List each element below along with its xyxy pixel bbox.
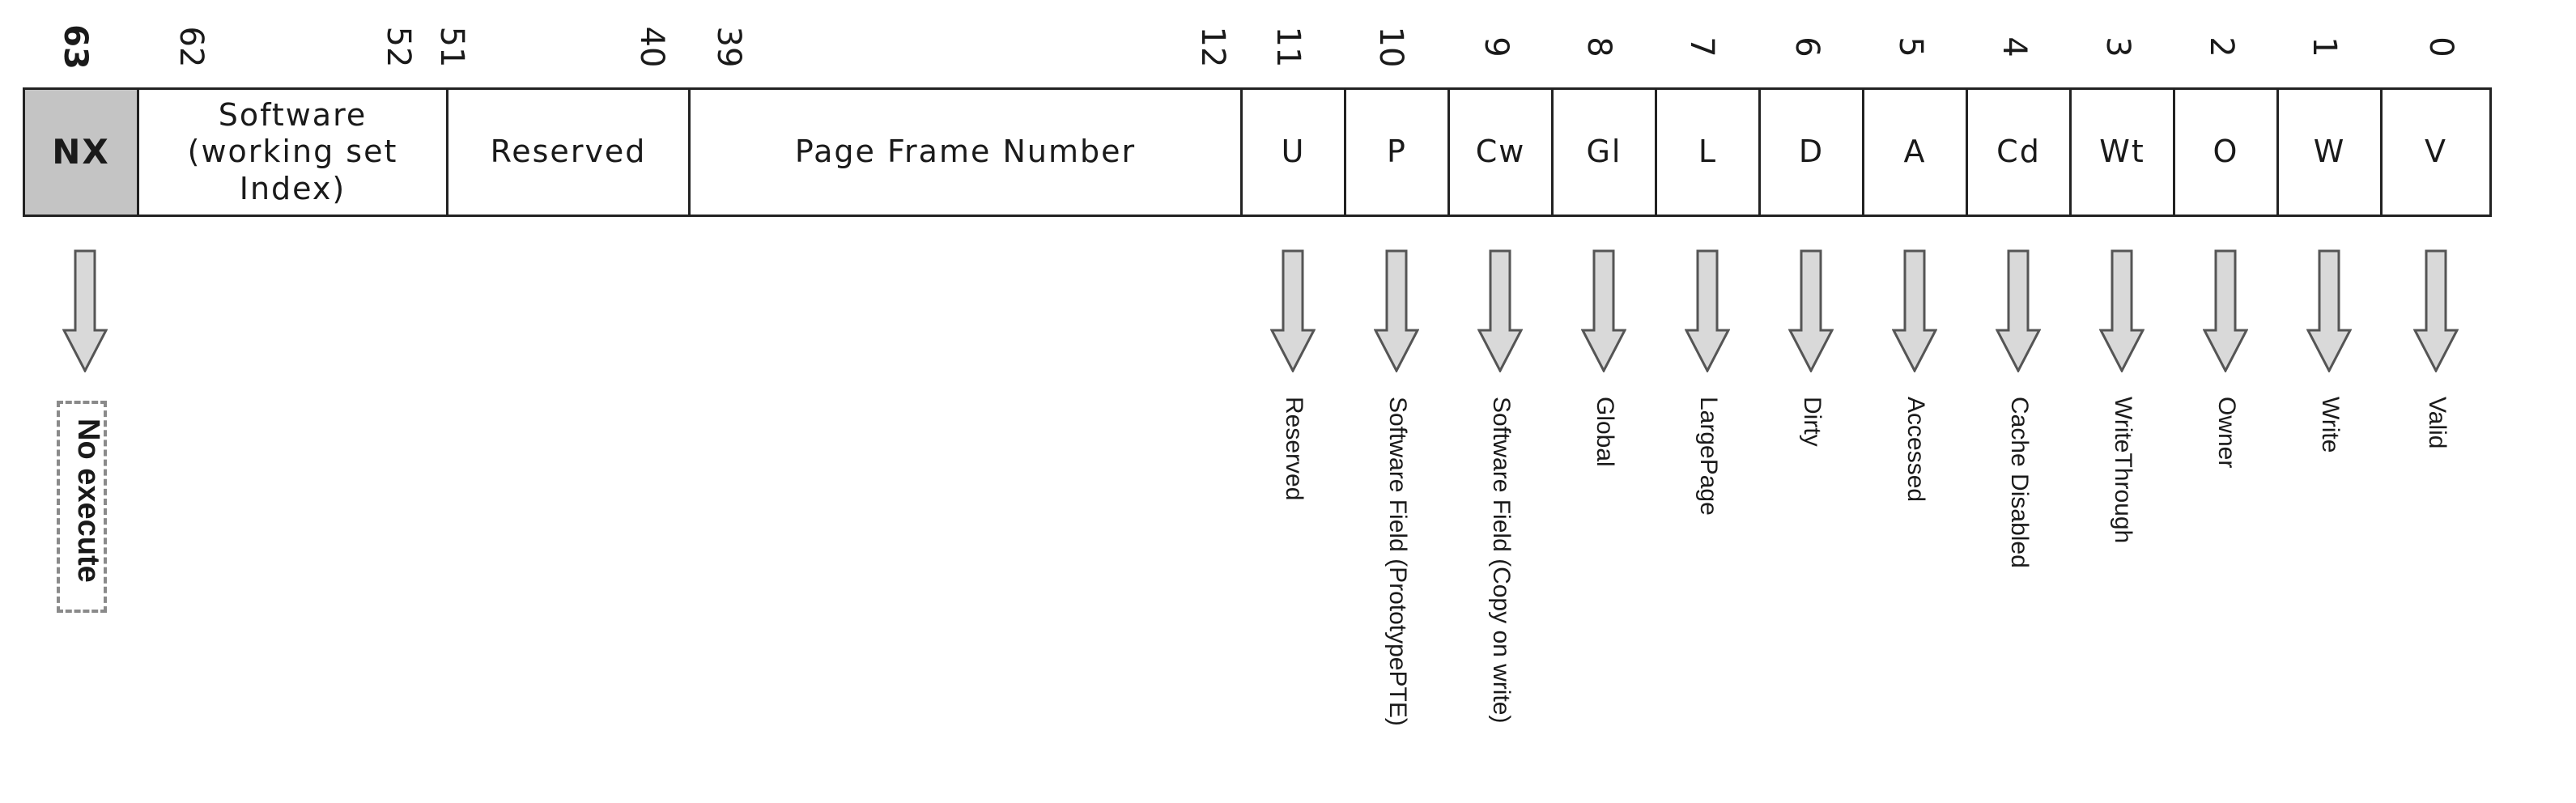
- description-d: Dirty: [1799, 397, 1826, 447]
- down-arrow-icon: [1788, 249, 1834, 372]
- down-arrow-icon: [2306, 249, 2352, 372]
- bit-number-62: 62: [172, 26, 210, 68]
- bit-number-5: 5: [1892, 36, 1929, 57]
- down-arrow-icon: [1477, 249, 1523, 372]
- field-reserved-high: Reserved: [446, 87, 691, 217]
- bit-number-4: 4: [1996, 36, 2033, 57]
- field-v: V: [2380, 87, 2492, 217]
- down-arrow-icon: [1581, 249, 1626, 372]
- down-arrow-icon: [2203, 249, 2248, 372]
- description-p: Software Field (PrototypePTE): [1384, 397, 1411, 726]
- description-w: Write: [2317, 397, 2344, 453]
- bit-number-63: 63: [57, 24, 94, 70]
- bit-number-1: 1: [2306, 36, 2343, 57]
- field-nx: NX: [23, 87, 139, 217]
- field-o: O: [2173, 87, 2279, 217]
- down-arrow-icon: [1270, 249, 1316, 372]
- bit-number-40: 40: [633, 26, 670, 68]
- down-arrow-icon: [2413, 249, 2459, 372]
- description-o: Owner: [2213, 397, 2240, 469]
- description-cw: Software Field (Copy on write): [1488, 397, 1515, 724]
- field-software: Software (working set Index): [137, 87, 448, 217]
- field-page-frame-number: Page Frame Number: [688, 87, 1243, 217]
- down-arrow-icon: [1996, 249, 2041, 372]
- description-u: Reserved: [1281, 397, 1307, 501]
- field-cd: Cd: [1966, 87, 2072, 217]
- field-l: L: [1655, 87, 1761, 217]
- bit-number-52: 52: [380, 26, 417, 68]
- field-gl: Gl: [1551, 87, 1657, 217]
- field-wt: Wt: [2069, 87, 2175, 217]
- bit-number-2: 2: [2203, 36, 2240, 57]
- description-gl: Global: [1592, 397, 1618, 467]
- bit-number-11: 11: [1269, 26, 1307, 68]
- field-p: P: [1344, 87, 1450, 217]
- down-arrow-icon: [62, 249, 108, 372]
- bit-number-6: 6: [1788, 36, 1826, 57]
- nx-description-box: No execute: [57, 401, 107, 613]
- down-arrow-icon: [1374, 249, 1419, 372]
- bit-number-51: 51: [433, 26, 470, 68]
- field-w: W: [2276, 87, 2383, 217]
- down-arrow-icon: [1685, 249, 1730, 372]
- down-arrow-icon: [2099, 249, 2145, 372]
- field-cw: Cw: [1447, 87, 1554, 217]
- description-wt: WriteThrough: [2110, 397, 2136, 544]
- field-a: A: [1862, 87, 1968, 217]
- bit-number-10: 10: [1372, 26, 1409, 68]
- bit-number-12: 12: [1194, 26, 1231, 68]
- bit-number-3: 3: [2099, 36, 2136, 57]
- description-a: Accessed: [1902, 397, 1929, 503]
- bit-number-9: 9: [1477, 36, 1515, 57]
- bit-number-8: 8: [1580, 36, 1617, 57]
- description-cd: Cache Disabled: [2006, 397, 2033, 568]
- bit-number-39: 39: [710, 26, 747, 68]
- bit-number-7: 7: [1683, 36, 1720, 57]
- bit-number-0: 0: [2422, 36, 2459, 57]
- description-l: LargePage: [1695, 397, 1722, 516]
- down-arrow-icon: [1892, 249, 1937, 372]
- field-u: U: [1240, 87, 1346, 217]
- field-d: D: [1758, 87, 1864, 217]
- description-v: Valid: [2424, 397, 2451, 449]
- nx-description: No execute: [71, 418, 105, 583]
